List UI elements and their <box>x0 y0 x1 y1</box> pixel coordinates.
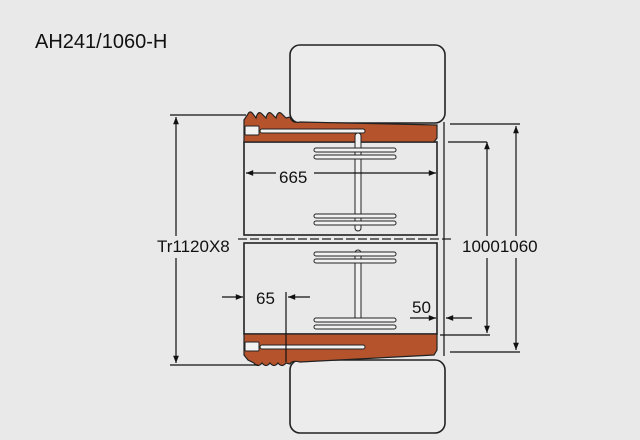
left-offset-dimension: 65 <box>256 289 275 308</box>
part-number-title: AH241/1060-H <box>35 31 168 53</box>
right-offset-dimension: 50 <box>412 298 431 317</box>
sleeve-lower <box>243 333 438 367</box>
thread-dimension: Tr1120X8 <box>157 237 230 256</box>
sleeve-upper <box>243 111 438 143</box>
bearing-upper <box>289 44 446 124</box>
width-dimension: 665 <box>279 168 307 187</box>
bearing-lower <box>289 359 446 434</box>
bore-dimension: 10001060 <box>462 237 538 256</box>
